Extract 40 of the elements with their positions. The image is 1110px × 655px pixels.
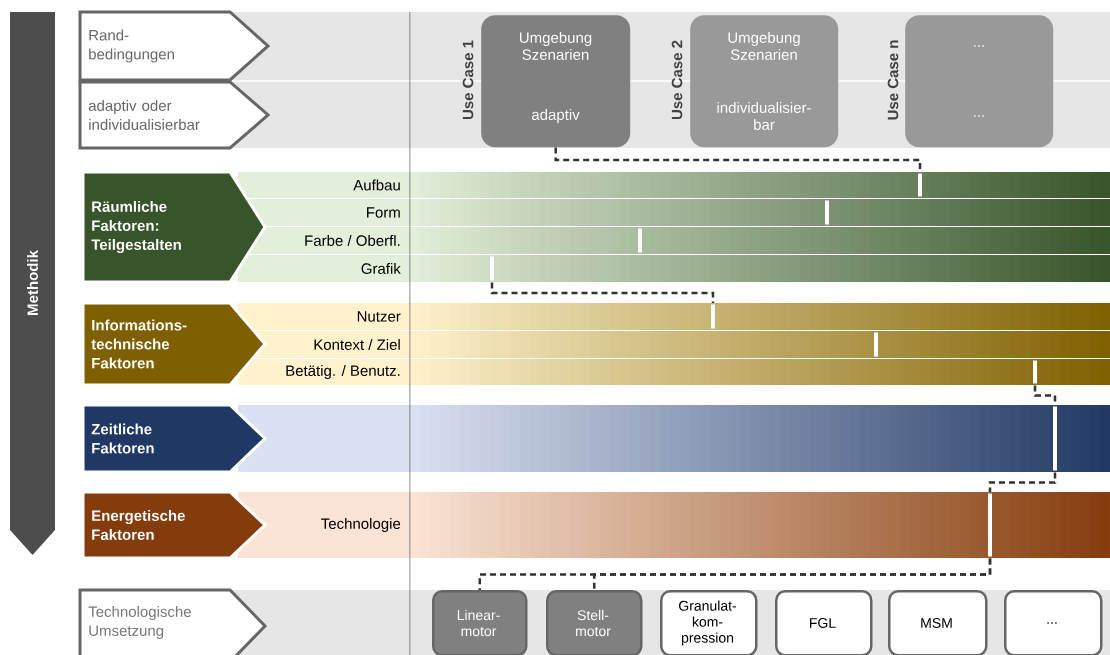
technology-box: ... (1004, 590, 1103, 655)
node-label: Form (367, 207, 400, 218)
technology-box: Granulat- kom- pression (660, 590, 758, 655)
factor-bar: Farbe / Oberfl. (268, 227, 1110, 254)
node-label: Nutzer (357, 311, 401, 322)
node-label: Technologie (321, 518, 401, 532)
use-case-box: ... ... (905, 15, 1054, 148)
dashed-connector (490, 282, 715, 303)
node-label: Farbe / Oberfl. (305, 234, 400, 246)
technology-box: Stell- motor (546, 590, 643, 655)
use-case-box: Umgebung Szenarien adaptiv (481, 15, 631, 148)
factor-bar: Aufbau (268, 172, 1110, 198)
chevron-label: adaptiv oder individualisierbar (78, 80, 271, 150)
factor-bar: Betätig. / Benutz. (268, 359, 1110, 385)
factor-bar (268, 405, 1110, 472)
chevron-label: Zeitliche Faktoren (81, 403, 268, 474)
node-label: Betätig. / Benutz. (286, 365, 400, 379)
dashed-connector (593, 558, 992, 590)
chevron-label: Räumliche Faktoren: Teilgestalten (81, 170, 267, 284)
node-label: Kontext / Ziel (314, 338, 400, 350)
dashed-connector (988, 472, 1057, 492)
factor-bar: Form (268, 199, 1110, 226)
technology-box: MSM (888, 590, 988, 655)
use-case-label: Use Case 2 (671, 40, 683, 120)
chevron-label: Energetische Faktoren (81, 490, 268, 560)
dashed-connector (554, 147, 922, 172)
technology-box: Linear- motor (432, 590, 528, 655)
factor-bar: Grafik (268, 255, 1110, 282)
chevron-label: Informations- technische Faktoren (81, 301, 267, 387)
use-case-label: Use Case n (887, 40, 899, 120)
factor-bar: Kontext / Ziel (268, 331, 1110, 358)
node-label: Grafik (361, 262, 401, 274)
node-label: Aufbau (353, 179, 400, 191)
chevron-label: Rand- bedingungen (78, 10, 271, 82)
use-case-label: Use Case 1 (462, 40, 474, 120)
factor-bar: Nutzer (268, 303, 1110, 330)
chevron-label: Technologische Umsetzung (78, 588, 268, 655)
factor-bar: Technologie (268, 492, 1110, 558)
technology-box: FGL (775, 590, 873, 655)
use-case-box: Umgebung Szenarien individualisier- bar (690, 15, 839, 148)
